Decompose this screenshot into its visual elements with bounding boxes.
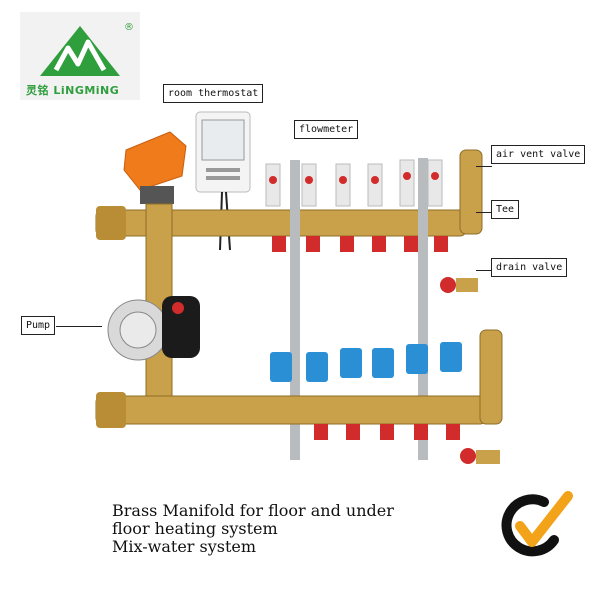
actuator-icon	[123, 131, 187, 204]
brand-logo: ® 灵铭 LiNGMiNG	[20, 12, 140, 100]
label-air-vent-valve: air vent valve	[491, 145, 586, 164]
registered-mark: ®	[124, 22, 134, 33]
drain-leader-line	[476, 270, 492, 271]
tee-leader-line	[476, 212, 492, 213]
caption-line-2: floor heating system	[112, 519, 278, 538]
label-room-thermostat: room thermostat	[163, 84, 264, 103]
return-valves-icon	[270, 342, 462, 440]
caption-line-3: Mix-water system	[112, 537, 257, 556]
label-flowmeter: flowmeter	[294, 120, 359, 139]
mounting-bracket-icon	[290, 158, 428, 460]
supply-manifold-icon	[95, 149, 483, 240]
label-tee: Tee	[491, 200, 520, 219]
label-drain-valve: drain valve	[491, 258, 568, 277]
pump-assembly-icon	[107, 203, 200, 405]
check-icon	[501, 491, 573, 557]
pump-leader-line	[56, 326, 102, 327]
label-pump: Pump	[21, 316, 56, 335]
drain-valve-icon	[440, 277, 500, 464]
room-thermostat-icon	[195, 111, 251, 251]
flowmeter-row-icon	[265, 159, 443, 207]
lingming-logo-icon: ®	[40, 22, 134, 76]
logo-text: 灵铭 LiNGMiNG	[26, 84, 120, 97]
caption-line-1: Brass Manifold for floor and under	[112, 501, 394, 520]
product-caption: Brass Manifold for floor and under floor…	[112, 502, 394, 556]
supply-outlet-valves-icon	[272, 236, 448, 252]
return-manifold-icon	[95, 329, 503, 428]
air-vent-leader-line	[476, 166, 492, 167]
